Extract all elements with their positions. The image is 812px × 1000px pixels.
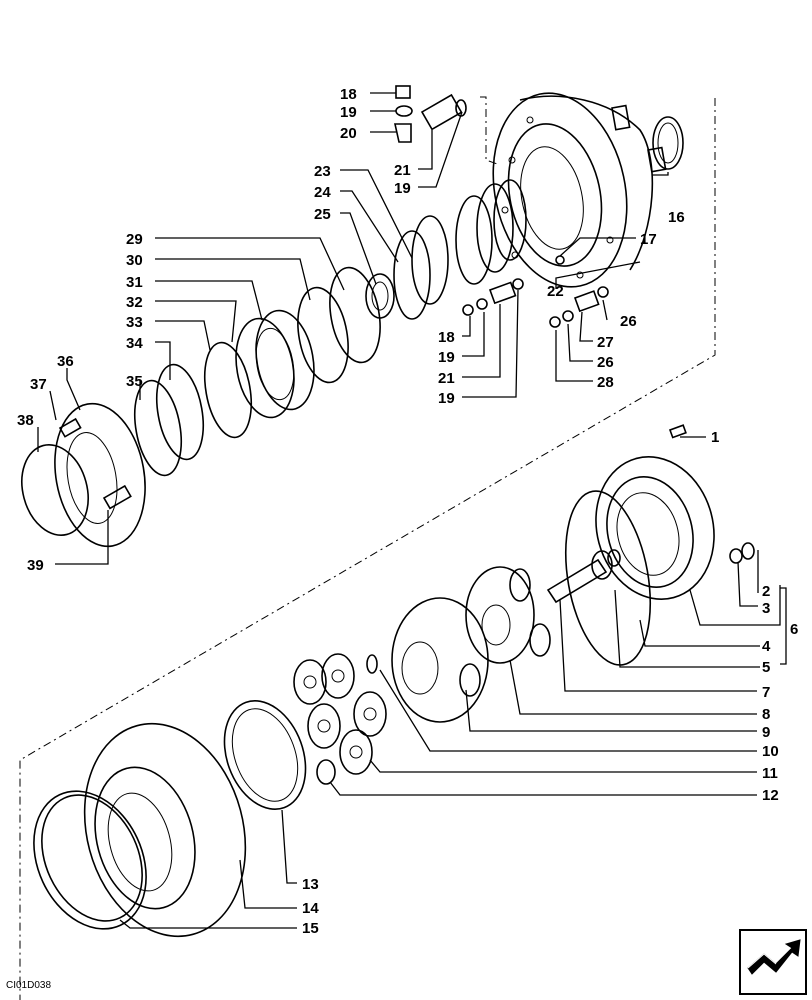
flange-36 bbox=[54, 402, 146, 548]
callout-19c: 19 bbox=[438, 349, 455, 366]
callout-20: 20 bbox=[340, 125, 357, 142]
callout-4: 4 bbox=[762, 638, 771, 655]
callout-24: 24 bbox=[314, 184, 331, 201]
gear-25 bbox=[365, 273, 395, 319]
sun-shaft-7 bbox=[546, 549, 621, 604]
callout-36: 36 bbox=[57, 353, 74, 370]
callout-17: 17 bbox=[640, 231, 657, 248]
next-page-arrow-icon[interactable] bbox=[739, 929, 807, 995]
callout-14: 14 bbox=[302, 900, 319, 917]
o-ring-4 bbox=[564, 490, 652, 666]
callout-15: 15 bbox=[302, 920, 319, 937]
callout-labels: 1 2 3 4 5 6 7 8 9 10 11 12 13 14 15 16 1… bbox=[17, 86, 798, 937]
friction-discs bbox=[393, 179, 527, 320]
callout-33: 33 bbox=[126, 314, 143, 331]
callout-19b: 19 bbox=[394, 180, 411, 197]
callout-2: 2 bbox=[762, 583, 770, 600]
callout-6: 6 bbox=[790, 621, 798, 638]
callout-21a: 21 bbox=[394, 162, 411, 179]
seal-ring-16 bbox=[652, 116, 684, 170]
callout-9: 9 bbox=[762, 724, 770, 741]
callout-38: 38 bbox=[17, 412, 34, 429]
hub-housing bbox=[492, 92, 667, 288]
callout-21b: 21 bbox=[438, 370, 455, 387]
callout-25: 25 bbox=[314, 206, 331, 223]
planet-gears bbox=[293, 653, 387, 775]
callout-13: 13 bbox=[302, 876, 319, 893]
wheel-hub-14 bbox=[83, 722, 247, 938]
seal-15 bbox=[33, 790, 147, 930]
callout-39: 39 bbox=[27, 557, 44, 574]
rings-29-30 bbox=[297, 266, 381, 384]
callout-29: 29 bbox=[126, 231, 143, 248]
callout-18b: 18 bbox=[438, 329, 455, 346]
callout-10: 10 bbox=[762, 743, 779, 760]
planet-carrier-9 bbox=[391, 597, 489, 723]
small-fittings-18-21 bbox=[394, 85, 467, 143]
callout-8: 8 bbox=[762, 706, 770, 723]
drawing-code: CI01D038 bbox=[6, 980, 51, 991]
leader-lines bbox=[37, 92, 787, 929]
callout-32: 32 bbox=[126, 294, 143, 311]
callout-1: 1 bbox=[711, 429, 719, 446]
seal-ring-38 bbox=[21, 444, 89, 536]
bearing-31 bbox=[235, 309, 315, 419]
callout-27: 27 bbox=[597, 334, 614, 351]
callout-19a: 19 bbox=[340, 104, 357, 121]
callout-31: 31 bbox=[126, 274, 143, 291]
seal-13 bbox=[223, 699, 307, 811]
callout-34: 34 bbox=[126, 335, 143, 352]
callout-28: 28 bbox=[597, 374, 614, 391]
callout-12: 12 bbox=[762, 787, 779, 804]
callout-19d: 19 bbox=[438, 390, 455, 407]
callout-22: 22 bbox=[547, 283, 564, 300]
callout-16: 16 bbox=[668, 209, 685, 226]
callout-5: 5 bbox=[762, 659, 770, 676]
callout-7: 7 bbox=[762, 684, 770, 701]
washers-18-21 bbox=[462, 255, 609, 328]
callout-35: 35 bbox=[126, 373, 143, 390]
callout-26b: 26 bbox=[597, 354, 614, 371]
callout-11: 11 bbox=[762, 765, 778, 782]
planet-carrier-8 bbox=[465, 566, 551, 664]
callout-37: 37 bbox=[30, 376, 47, 393]
ring-gear-cover-6 bbox=[595, 424, 755, 600]
callout-3: 3 bbox=[762, 600, 770, 617]
callout-30: 30 bbox=[126, 252, 143, 269]
callout-18a: 18 bbox=[340, 86, 357, 103]
callout-26a: 26 bbox=[620, 313, 637, 330]
callout-23: 23 bbox=[314, 163, 331, 180]
thrust-washers-10-12 bbox=[316, 654, 378, 785]
rings-33-35 bbox=[133, 341, 253, 477]
